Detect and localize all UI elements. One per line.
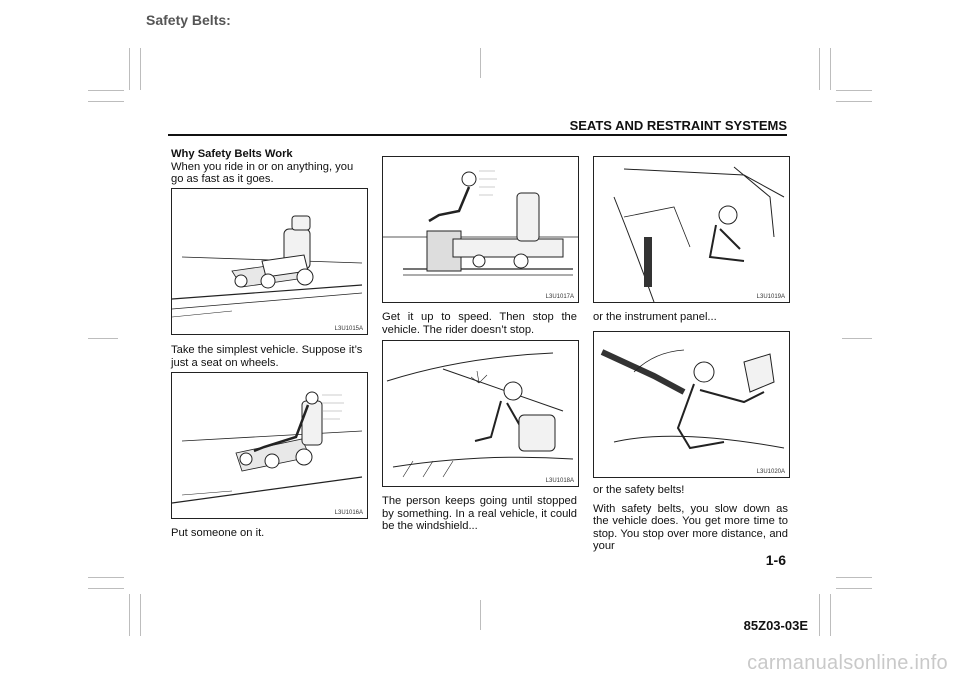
windshield-drawing: [386, 352, 574, 478]
column-3: or the instrument panel...: [593, 311, 788, 324]
crop-mark: [819, 594, 820, 636]
figure-code: L3U1019A: [756, 294, 785, 300]
document-code: 85Z03-03E: [743, 618, 808, 633]
rider-on-seat-drawing: [172, 391, 363, 504]
crop-mark: [140, 48, 141, 90]
illustration-vehicle-stops: L3U1017A: [382, 156, 579, 303]
body-text: Put someone on it.: [171, 527, 265, 539]
column-1-text-3: Put someone on it.: [171, 527, 366, 540]
crop-mark: [140, 594, 141, 636]
figure-code: L3U1017A: [545, 294, 574, 300]
figure-code: L3U1015A: [334, 326, 363, 332]
body-text: With safety belts, you slow down as the …: [593, 502, 788, 553]
column-2: Get it up to speed. Then stop the vehicl…: [382, 311, 577, 336]
figure-code: L3U1020A: [756, 469, 785, 475]
column-2-text-2: The person keeps going until stopped by …: [382, 495, 577, 533]
crop-mark: [129, 594, 130, 636]
watermark: carmanualsonline.info: [747, 652, 948, 674]
illustration-windshield: L3U1018A: [382, 340, 579, 487]
column-3-text-2: or the safety belts! With safety belts, …: [593, 484, 788, 553]
body-text: or the instrument panel...: [593, 311, 717, 323]
section-tag: Safety Belts:: [146, 12, 231, 28]
page-number: 1-6: [765, 552, 786, 568]
seat-on-wheels-drawing: [172, 215, 363, 318]
figure-code: L3U1018A: [545, 478, 574, 484]
illustration-safety-belt: L3U1020A: [593, 331, 790, 478]
crop-mark: [129, 48, 130, 90]
illustration-seat-on-wheels: L3U1015A: [171, 188, 368, 335]
crop-mark: [88, 101, 124, 102]
body-text: When you ride in or on anything, you go …: [171, 160, 354, 186]
vehicle-stops-drawing: [383, 170, 578, 276]
crop-mark: [830, 48, 831, 90]
page-header: SEATS AND RESTRAINT SYSTEMS: [569, 118, 787, 133]
crop-mark: [88, 338, 118, 339]
crop-mark: [480, 600, 481, 630]
body-text: The person keeps going until stopped by …: [382, 495, 577, 532]
crop-mark: [830, 594, 831, 636]
body-text: Get it up to speed. Then stop the vehicl…: [382, 311, 577, 336]
safety-belt-drawing: [600, 349, 785, 450]
header-rule: [168, 134, 787, 136]
illustration-instrument-panel: L3U1019A: [593, 156, 790, 303]
crop-mark: [836, 101, 872, 102]
section-heading: Why Safety Belts Work: [171, 148, 293, 160]
crop-mark: [842, 338, 872, 339]
instrument-panel-drawing: [613, 166, 785, 302]
crop-mark: [480, 48, 481, 78]
figure-code: L3U1016A: [334, 510, 363, 516]
crop-mark: [819, 48, 820, 90]
column-1: Why Safety Belts Work When you ride in o…: [171, 148, 366, 186]
crop-mark: [88, 577, 124, 578]
crop-mark: [88, 588, 124, 589]
crop-mark: [836, 588, 872, 589]
crop-mark: [836, 90, 872, 91]
body-text: or the safety belts!: [593, 484, 685, 496]
illustration-rider-on-seat: L3U1016A: [171, 372, 368, 519]
crop-mark: [836, 577, 872, 578]
column-1-text-2: Take the simplest vehicle. Suppose it’s …: [171, 344, 366, 369]
body-text: Take the simplest vehicle. Suppose it’s …: [171, 344, 363, 369]
crop-mark: [88, 90, 124, 91]
